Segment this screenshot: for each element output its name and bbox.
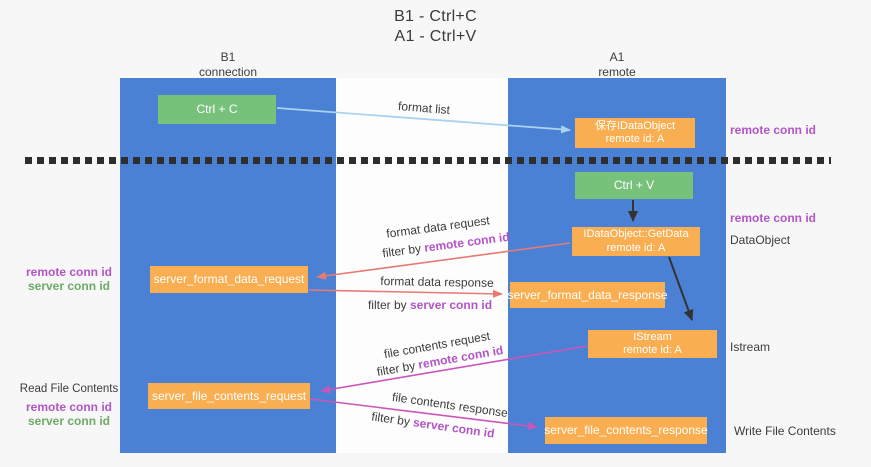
- lane-header-a1: A1 remote: [508, 50, 726, 80]
- label-format-data-response-filter: filter by server conn id: [368, 298, 492, 312]
- filter-by-text-2: filter by: [367, 298, 407, 312]
- clipboard-boundary-dashed-line: [25, 157, 831, 164]
- diagram-title: B1 - Ctrl+C A1 - Ctrl+V: [0, 7, 871, 46]
- node-istream-line1: IStream: [633, 330, 672, 343]
- label-left-remote-conn-id-2: remote conn id: [25, 400, 112, 414]
- node-istream: IStream remote id: A: [588, 330, 717, 358]
- node-getdata-line2: remote id: A: [606, 241, 666, 254]
- node-format-res-label: server_format_data_response: [507, 287, 668, 302]
- lane-header-b1: B1 connection: [120, 50, 336, 80]
- node-format-req-label: server_format_data_request: [153, 272, 305, 287]
- label-left-server-conn-id: server conn id: [27, 278, 111, 293]
- node-file-res-label: server_file_contents_response: [544, 423, 708, 438]
- label-left-server-conn-id-2: server conn id: [27, 413, 111, 428]
- label-write-file-contents: Write File Contents: [734, 424, 836, 438]
- node-file-req-label: server_file_contents_request: [151, 388, 307, 403]
- label-read-file-contents: Read File Contents: [19, 383, 119, 395]
- lane-b1-name: B1: [220, 50, 236, 64]
- label-format-data-response: format data response: [380, 274, 494, 290]
- node-save-line1: 保存IDataObject: [594, 119, 676, 132]
- node-getdata-line1: IDataObject::GetData: [583, 228, 689, 241]
- node-ctrl-v: Ctrl + V: [575, 172, 693, 199]
- node-server-file-contents-request: server_file_contents_request: [148, 383, 310, 409]
- lane-b1-subtitle: connection: [198, 65, 258, 79]
- node-server-format-data-response: server_format_data_response: [507, 282, 668, 308]
- label-dataobject: DataObject: [730, 233, 791, 247]
- label-istream: Istream: [730, 340, 771, 354]
- node-idataobject-getdata: IDataObject::GetData remote id: A: [572, 227, 700, 256]
- lane-a1-name: A1: [609, 50, 625, 64]
- label-group-left-bottom: remote conn id server conn id: [14, 400, 124, 429]
- label-group-left-mid: remote conn id server conn id: [14, 265, 124, 294]
- node-ctrl-v-label: Ctrl + V: [613, 178, 655, 193]
- node-server-format-data-request: server_format_data_request: [150, 266, 308, 293]
- node-ctrl-c-label: Ctrl + C: [196, 102, 238, 117]
- node-save-idataobject: 保存IDataObject remote id: A: [575, 118, 695, 148]
- node-ctrl-c: Ctrl + C: [158, 95, 276, 124]
- node-server-file-contents-response: server_file_contents_response: [544, 417, 708, 444]
- label-remote-conn-id-top: remote conn id: [730, 123, 817, 137]
- filter-conn-id-2: server conn id: [410, 298, 493, 312]
- node-istream-line2: remote id: A: [623, 344, 682, 356]
- node-save-line2: remote id: A: [605, 133, 665, 145]
- title-line-2: A1 - Ctrl+V: [394, 27, 477, 45]
- title-line-1: B1 - Ctrl+C: [394, 8, 477, 25]
- lane-a1-subtitle: remote: [598, 65, 636, 79]
- label-left-remote-conn-id: remote conn id: [25, 265, 112, 279]
- label-remote-conn-id-mid: remote conn id: [730, 211, 817, 225]
